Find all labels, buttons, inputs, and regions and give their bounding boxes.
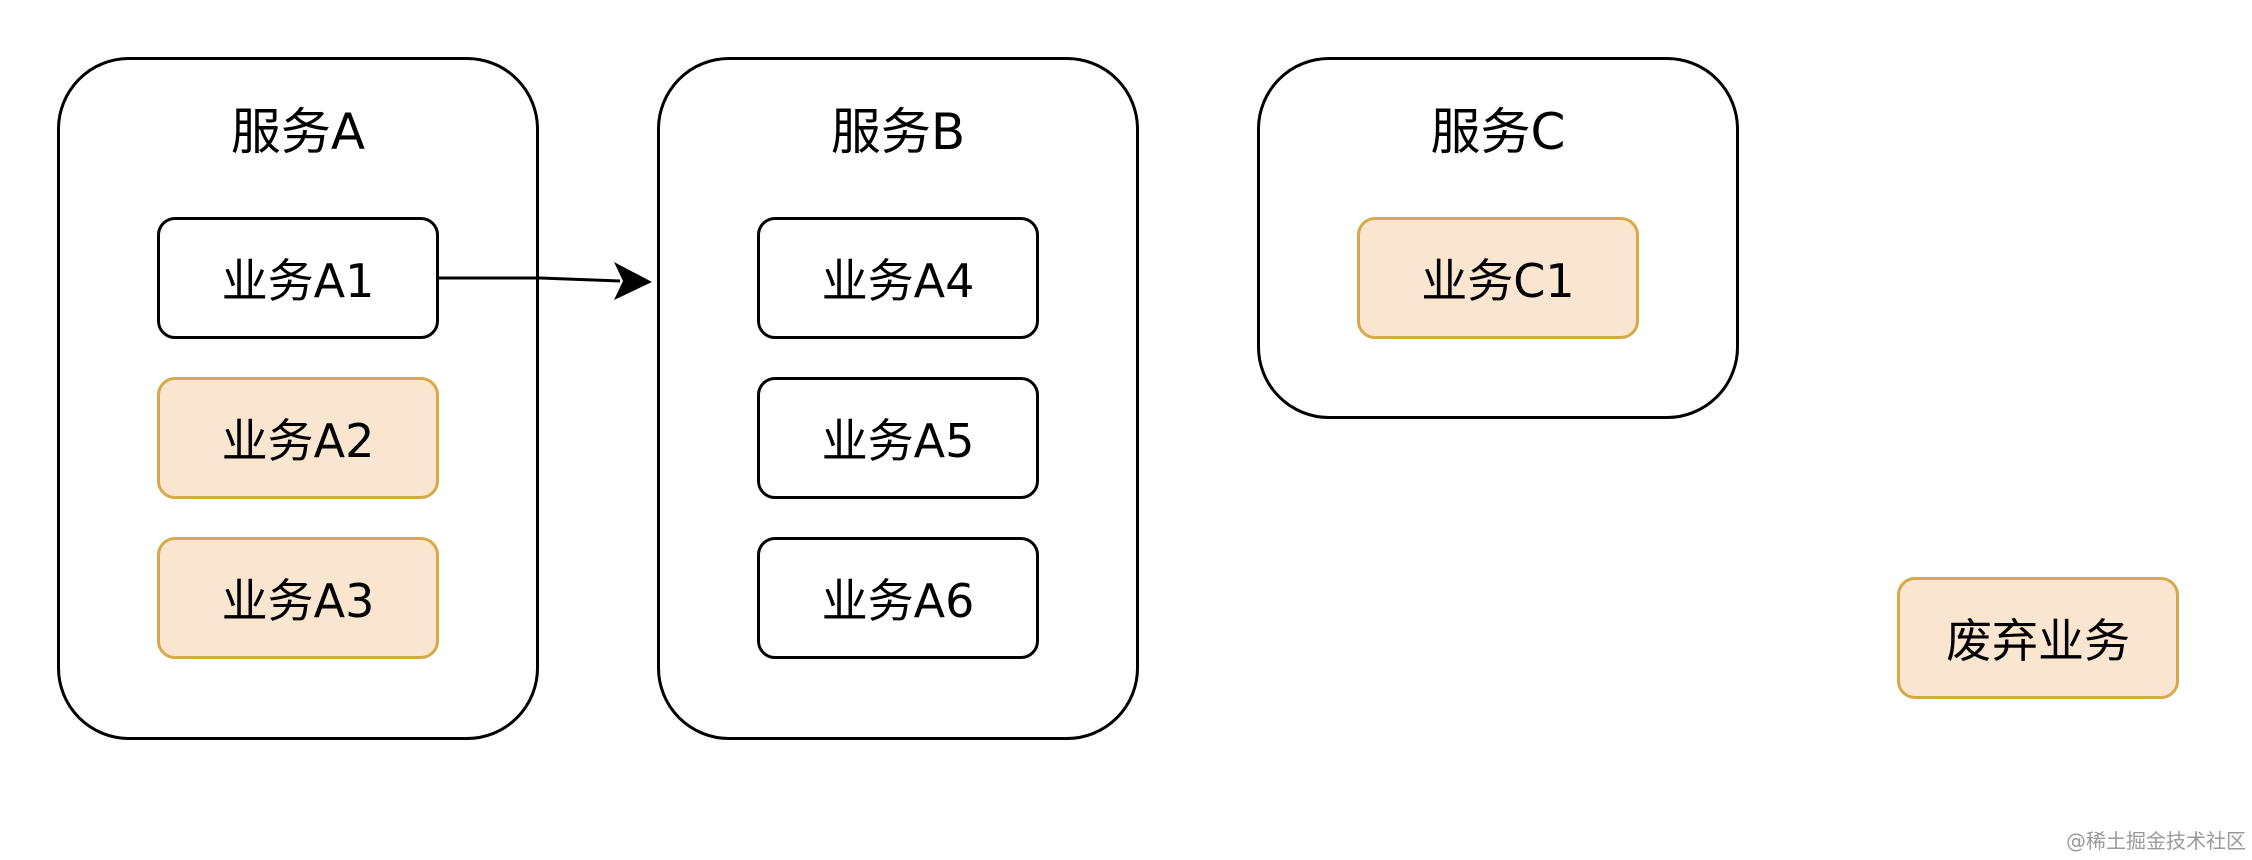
service-a-title: 服务A	[230, 103, 366, 161]
business-a1-box: 业务A1	[157, 217, 439, 339]
business-a4-box: 业务A4	[757, 217, 1039, 339]
deprecated-legend-box: 废弃业务	[1897, 577, 2179, 699]
business-a3-box: 业务A3	[157, 537, 439, 659]
business-a2-box: 业务A2	[157, 377, 439, 499]
watermark-text: @稀土掘金技术社区	[2066, 829, 2246, 853]
service-b-title: 服务B	[830, 103, 966, 161]
business-c1-box: 业务C1	[1357, 217, 1639, 339]
business-a6-box: 业务A6	[757, 537, 1039, 659]
arrow-head-icon	[614, 262, 652, 300]
service-c-title: 服务C	[1430, 103, 1566, 161]
business-a5-box: 业务A5	[757, 377, 1039, 499]
